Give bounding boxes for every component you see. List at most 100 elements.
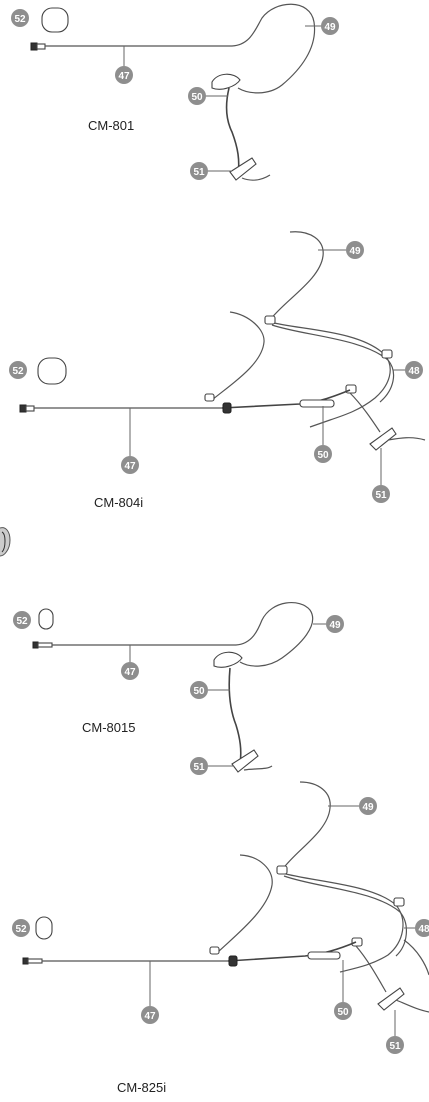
boom-cm-8015 xyxy=(228,667,242,765)
callout-49-cm-801: 49 xyxy=(321,17,339,35)
headband-cm-825i xyxy=(281,781,331,871)
connector-cm-825i xyxy=(22,957,29,965)
callout-49-cm-804i: 49 xyxy=(346,241,364,259)
callout-49-cm-8015: 49 xyxy=(326,615,344,633)
callout-48-cm-804i: 48 xyxy=(405,361,423,379)
connector-cm-8015 xyxy=(32,641,39,649)
joint-mid-cm-825i xyxy=(351,937,363,947)
edge-fragment xyxy=(0,527,11,557)
connector-cm-801 xyxy=(30,42,38,51)
svg-text:50: 50 xyxy=(317,450,329,461)
callout-48-cm-825i: 48 xyxy=(415,919,429,937)
callout-47-cm-8015: 47 xyxy=(121,662,139,680)
svg-text:50: 50 xyxy=(191,92,203,103)
svg-text:47: 47 xyxy=(124,667,136,678)
cable-cm-801 xyxy=(45,3,316,94)
band-lower2-cm-804i xyxy=(271,324,395,403)
svg-text:50: 50 xyxy=(193,686,205,697)
svg-text:47: 47 xyxy=(144,1011,156,1022)
svg-text:47: 47 xyxy=(124,461,136,472)
boom-cm-801 xyxy=(225,87,240,177)
svg-text:49: 49 xyxy=(362,802,374,813)
clip-tail-cm-825i xyxy=(395,999,429,1013)
callout-51-cm-801: 51 xyxy=(190,162,208,180)
clip-cm-8015 xyxy=(231,749,259,773)
svg-text:47: 47 xyxy=(118,71,130,82)
tip-top-cm-804i xyxy=(264,315,276,325)
ear-loop-small-cm-804i xyxy=(211,311,265,401)
connector-cm-804i xyxy=(19,404,27,413)
clip-wire-cm-804i xyxy=(349,392,381,433)
tip-top-cm-825i xyxy=(276,865,288,875)
callout-50-cm-804i: 50 xyxy=(314,445,332,463)
svg-text:52: 52 xyxy=(16,616,28,627)
boom-sleeve-cm-804i xyxy=(299,399,335,408)
callout-52-cm-804i: 52 xyxy=(9,361,27,379)
svg-text:51: 51 xyxy=(389,1041,401,1052)
callout-49-cm-825i: 49 xyxy=(359,797,377,815)
figure-cm-8015: 52 49 47 50 51 xyxy=(13,602,344,775)
band-lower-cm-804i xyxy=(269,321,391,428)
svg-text:51: 51 xyxy=(193,762,205,773)
clip-wire-cm-801 xyxy=(241,174,271,181)
clip-cm-825i xyxy=(377,987,405,1011)
boom-sleeve-cm-825i xyxy=(307,951,341,960)
callout-52-cm-801: 52 xyxy=(11,9,29,27)
model-label-cm-825i: CM-825i xyxy=(117,1080,167,1095)
callout-47-cm-804i: 47 xyxy=(121,456,139,474)
mic-capsule-cm-8015 xyxy=(213,651,243,668)
boom-cm-825i xyxy=(227,941,357,962)
figure-cm-804i: 52 49 48 47 50 51 xyxy=(9,231,426,503)
callout-52-cm-8015: 52 xyxy=(13,611,31,629)
callout-51-cm-825i: 51 xyxy=(386,1036,404,1054)
svg-text:52: 52 xyxy=(12,366,24,377)
svg-text:49: 49 xyxy=(349,246,361,257)
connector-sleeve-cm-8015 xyxy=(37,642,53,648)
figure-cm-825i: 52 49 48 47 50 51 xyxy=(12,781,429,1054)
mic-head-cm-804i xyxy=(222,402,232,414)
svg-text:52: 52 xyxy=(14,14,26,25)
callout-50-cm-8015: 50 xyxy=(190,681,208,699)
model-label-cm-804i: CM-804i xyxy=(94,495,144,510)
callout-52-cm-825i: 52 xyxy=(12,919,30,937)
callout-47-cm-801: 47 xyxy=(115,66,133,84)
clip-cm-801 xyxy=(229,157,257,181)
windscreen-cm-804i xyxy=(37,357,67,385)
mic-capsule-cm-801 xyxy=(211,73,241,90)
model-label-cm-8015: CM-8015 xyxy=(82,720,136,735)
windscreen-cm-825i xyxy=(35,916,53,940)
svg-text:50: 50 xyxy=(337,1007,349,1018)
connector-sleeve-cm-804i xyxy=(25,405,35,412)
svg-text:51: 51 xyxy=(193,167,205,178)
model-label-cm-801: CM-801 xyxy=(88,118,135,133)
connector-sleeve-cm-801 xyxy=(36,43,46,50)
callout-51-cm-804i: 51 xyxy=(372,485,390,503)
clip-tail-cm-804i xyxy=(387,437,426,441)
svg-text:48: 48 xyxy=(408,366,420,377)
band-lower2-cm-825i xyxy=(283,875,407,957)
tip-left-cm-804i xyxy=(204,393,215,402)
connector-sleeve-cm-825i xyxy=(27,958,43,964)
callout-50-cm-801: 50 xyxy=(188,87,206,105)
windscreen-cm-8015 xyxy=(38,608,54,630)
joint-right-cm-825i xyxy=(393,897,405,907)
headband-cm-804i xyxy=(269,231,324,321)
svg-text:52: 52 xyxy=(15,924,27,935)
svg-text:48: 48 xyxy=(418,924,429,935)
callout-47-cm-825i: 47 xyxy=(141,1006,159,1024)
band-lower-cm-825i xyxy=(281,872,404,973)
windscreen-cm-801 xyxy=(41,7,69,33)
mic-head-cm-825i xyxy=(228,955,238,967)
clip-cm-804i xyxy=(369,427,397,451)
joint-right-cm-804i xyxy=(381,349,393,359)
figure-cm-801: 52 49 47 50 51 xyxy=(11,3,339,181)
band-tail-cm-825i xyxy=(403,939,429,976)
clip-wire-cm-8015 xyxy=(243,765,273,771)
clip-wire-cm-825i xyxy=(355,945,387,993)
callout-50-cm-825i: 50 xyxy=(334,1002,352,1020)
callout-51-cm-8015: 51 xyxy=(190,757,208,775)
ear-loop-small-cm-825i xyxy=(217,854,273,953)
cable-cm-8015 xyxy=(52,602,314,667)
